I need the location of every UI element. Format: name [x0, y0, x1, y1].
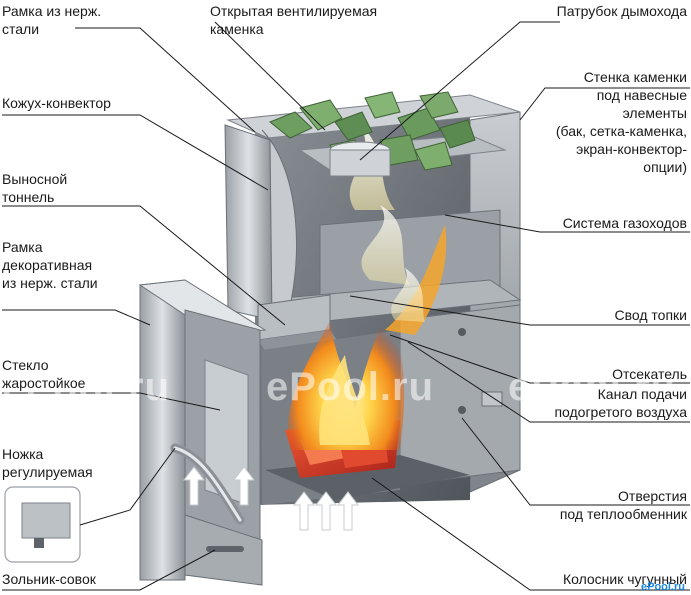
- label-gas-ducts: Система газоходов: [562, 215, 687, 231]
- air-arrows: [182, 466, 360, 531]
- label-frame-steel: Рамка из нерж. стали: [2, 3, 102, 37]
- label-air-channel: Канал подачи подогретого воздуха: [554, 386, 687, 420]
- label-firebox-vault: Свод топки: [614, 307, 688, 323]
- label-ash-pan: Зольник-совок: [2, 571, 96, 587]
- foot-inset: [4, 486, 81, 563]
- casing-convector: [224, 124, 297, 326]
- label-grate: Колосник чугунный: [562, 571, 687, 587]
- watermark: ePool.ru: [2, 365, 171, 409]
- label-cutoff: Отсекатель: [612, 366, 687, 382]
- watermark: ePool.ru: [508, 365, 677, 409]
- label-foot: Ножка регулируемая: [2, 446, 93, 480]
- label-decor-frame: Рамка декоративная из нерж. стали: [2, 239, 98, 291]
- label-remote-tunnel: Выносной тоннель: [2, 171, 68, 205]
- leader-lines: [2, 21, 690, 591]
- label-stove-wall: Стенка каменки под навесные элементы (ба…: [555, 69, 687, 175]
- watermark: ePool.ru: [266, 365, 435, 409]
- label-glass: Стекло жаростойкое: [2, 357, 86, 391]
- door-frame: [138, 279, 267, 586]
- label-chimney-pipe: Патрубок дымохода: [556, 3, 687, 19]
- stones: [269, 91, 476, 177]
- label-open-stove: Открытая вентилируемая каменка: [210, 3, 378, 37]
- corner-watermark: ePool.ru: [640, 581, 685, 593]
- label-holes: Отверстия под теплообменник: [559, 488, 687, 522]
- flames: [288, 225, 447, 450]
- label-casing-convector: Кожух-конвектор: [2, 95, 111, 111]
